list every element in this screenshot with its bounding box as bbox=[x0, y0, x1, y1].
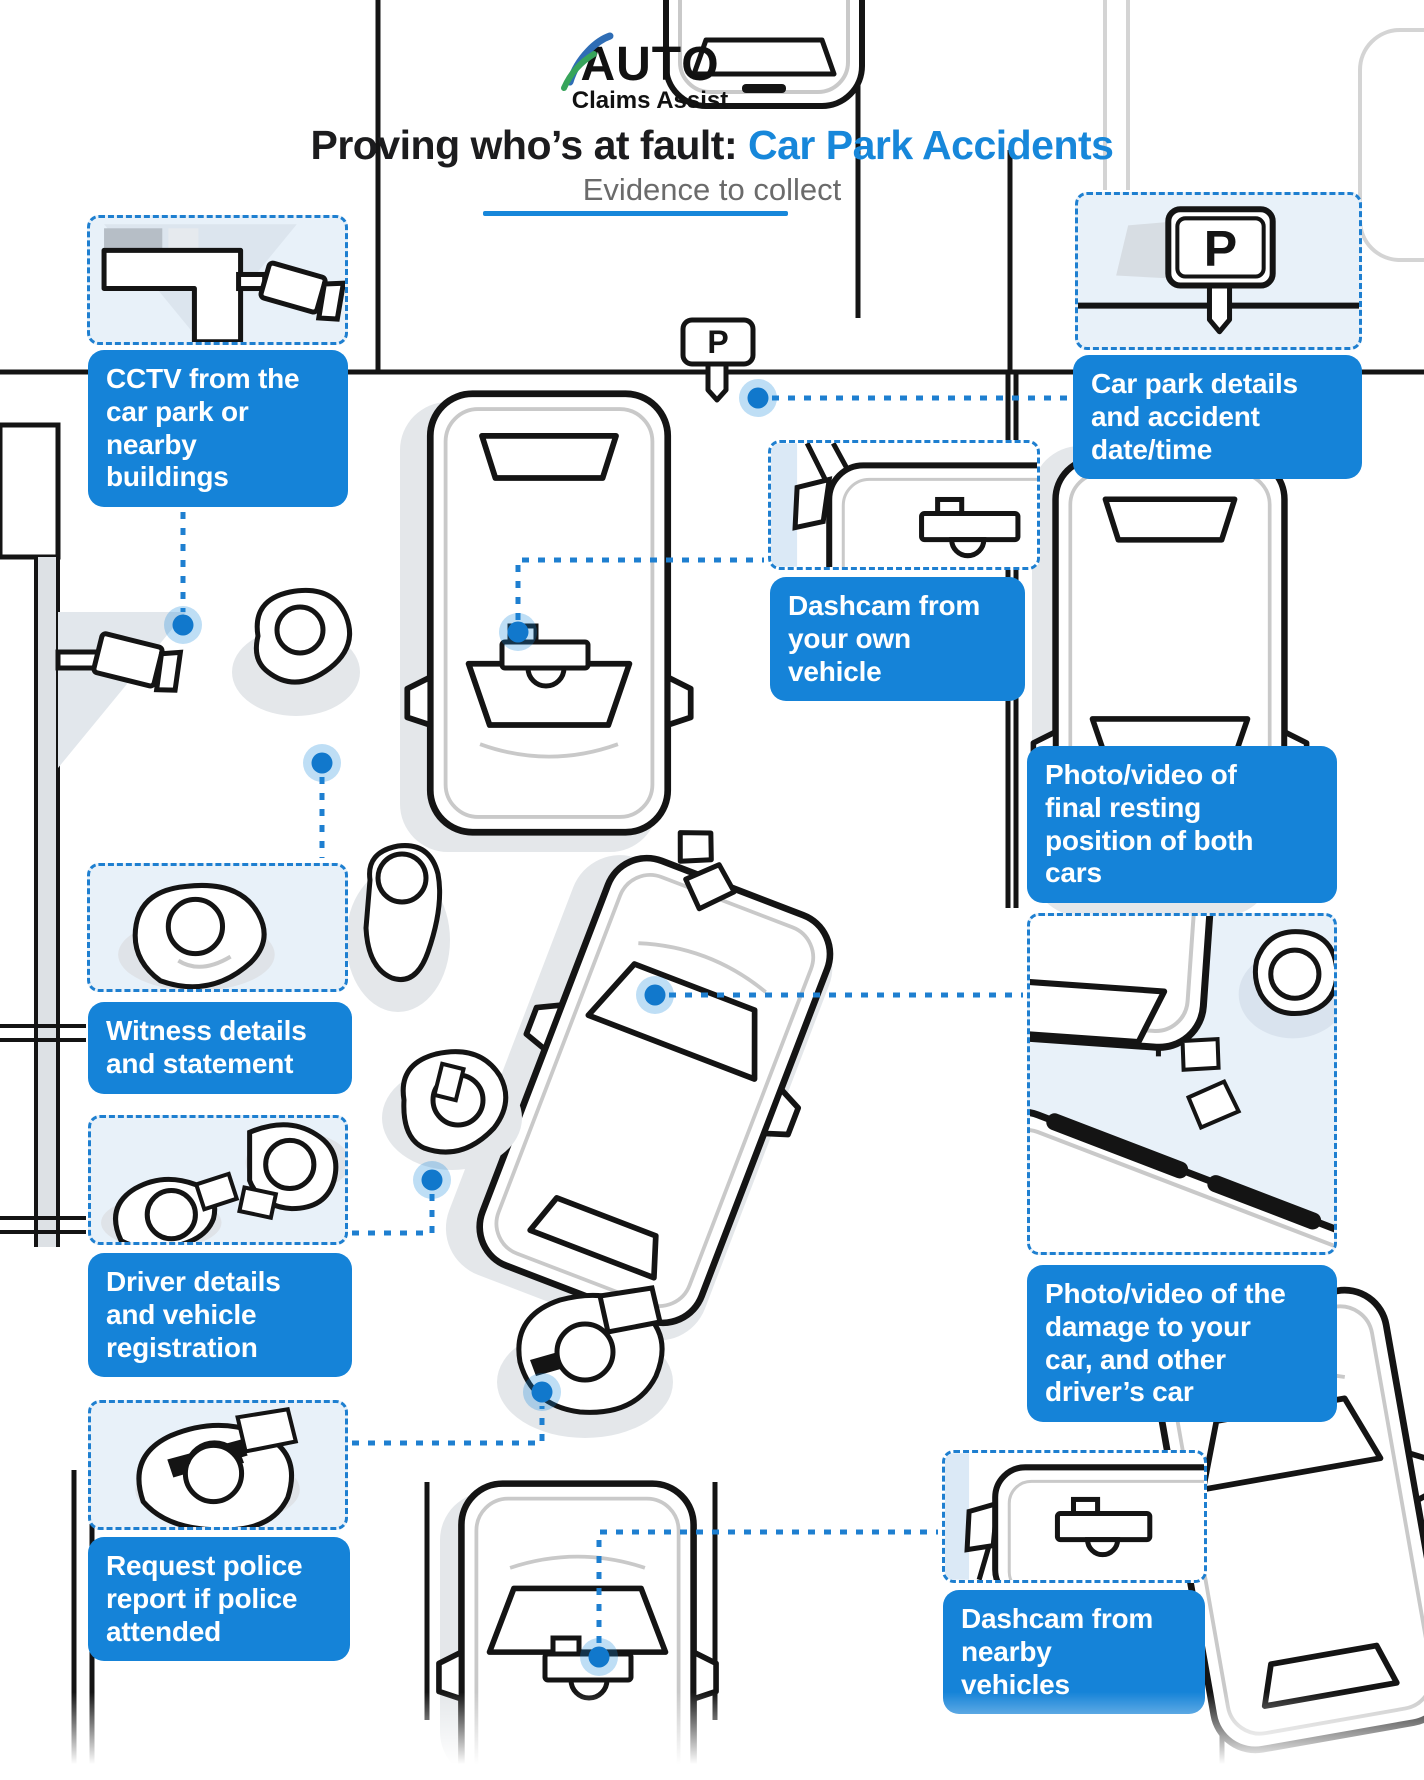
callout-final-resting: Photo/video of final resting position of… bbox=[1027, 746, 1337, 903]
callout-car-park-details: Car park details and accident date/time bbox=[1073, 355, 1362, 480]
bottom-center-car bbox=[439, 1484, 716, 1780]
callout-driver-details: Driver details and vehicle registration bbox=[88, 1253, 352, 1378]
police-officer-icon bbox=[135, 1407, 300, 1527]
callout-witness: Witness details and statement bbox=[88, 1002, 352, 1094]
callout-cctv: CCTV from the car park or nearby buildin… bbox=[88, 350, 348, 507]
subtitle: Evidence to collect bbox=[582, 172, 842, 207]
dashcam-windshield-icon bbox=[945, 1453, 1204, 1580]
connectors bbox=[180, 395, 1068, 1643]
parking-sign-small: P bbox=[680, 317, 756, 403]
wall-cctv-camera-icon bbox=[55, 612, 186, 768]
witness-person-icon bbox=[118, 883, 275, 989]
police-officer-figure bbox=[497, 1285, 673, 1438]
dashcam-own-box bbox=[768, 440, 1040, 570]
connector-driver bbox=[352, 1194, 435, 1236]
parking-sign-box: P bbox=[1075, 192, 1362, 350]
auto-claims-assist-logo: AUTO Claims Assist bbox=[561, 32, 729, 114]
dashcam-nearby-box bbox=[942, 1450, 1207, 1583]
cctv-camera-icon bbox=[101, 224, 345, 342]
connector-nearby bbox=[596, 1529, 938, 1643]
collision-zoom-icon bbox=[1030, 916, 1334, 1252]
parking-sign-icon: P bbox=[1078, 206, 1359, 335]
logo-subtext: Claims Assist bbox=[572, 87, 729, 114]
title-blue-part: Car Park Accidents bbox=[748, 122, 1114, 168]
callout-dashcam-nearby: Dashcam from nearby vehicles bbox=[943, 1590, 1205, 1715]
callout-police-report: Request police report if police attended bbox=[88, 1537, 350, 1662]
building-wall bbox=[0, 422, 86, 1247]
callout-damage: Photo/video of the damage to your car, a… bbox=[1027, 1265, 1337, 1422]
page-title: Proving who’s at fault: Car Park Acciden… bbox=[0, 122, 1424, 169]
faded-lines bbox=[1103, 0, 1424, 262]
connector-dots bbox=[164, 379, 777, 1676]
debris-papers bbox=[677, 830, 737, 912]
driver-with-phone bbox=[382, 1049, 522, 1170]
parking-letter: P bbox=[1204, 220, 1237, 276]
connector-police bbox=[352, 1406, 545, 1446]
cctv-illustration-box bbox=[87, 215, 348, 345]
top-center-car bbox=[663, 0, 865, 109]
callout-dashcam-own: Dashcam from your own vehicle bbox=[770, 577, 1025, 702]
parking-letter: P bbox=[707, 324, 728, 360]
connector-dashcam-own bbox=[515, 557, 764, 620]
logo-wordmark: AUTO bbox=[580, 38, 719, 91]
witness-illustration-box bbox=[87, 863, 348, 992]
suv-top-view bbox=[400, 394, 691, 852]
subtitle-underline bbox=[483, 211, 788, 216]
damage-zoom-box bbox=[1027, 913, 1337, 1255]
dashcam-windshield-icon bbox=[771, 443, 1037, 567]
bystander bbox=[346, 843, 450, 1012]
title-black-part: Proving who’s at fault: bbox=[310, 122, 748, 168]
logo-swoosh-green bbox=[561, 51, 597, 91]
witness-walking bbox=[232, 587, 360, 716]
drivers-exchange-icon bbox=[101, 1122, 345, 1242]
police-illustration-box bbox=[88, 1400, 348, 1530]
driver-exchange-box bbox=[88, 1115, 348, 1245]
crashed-car bbox=[431, 835, 863, 1361]
